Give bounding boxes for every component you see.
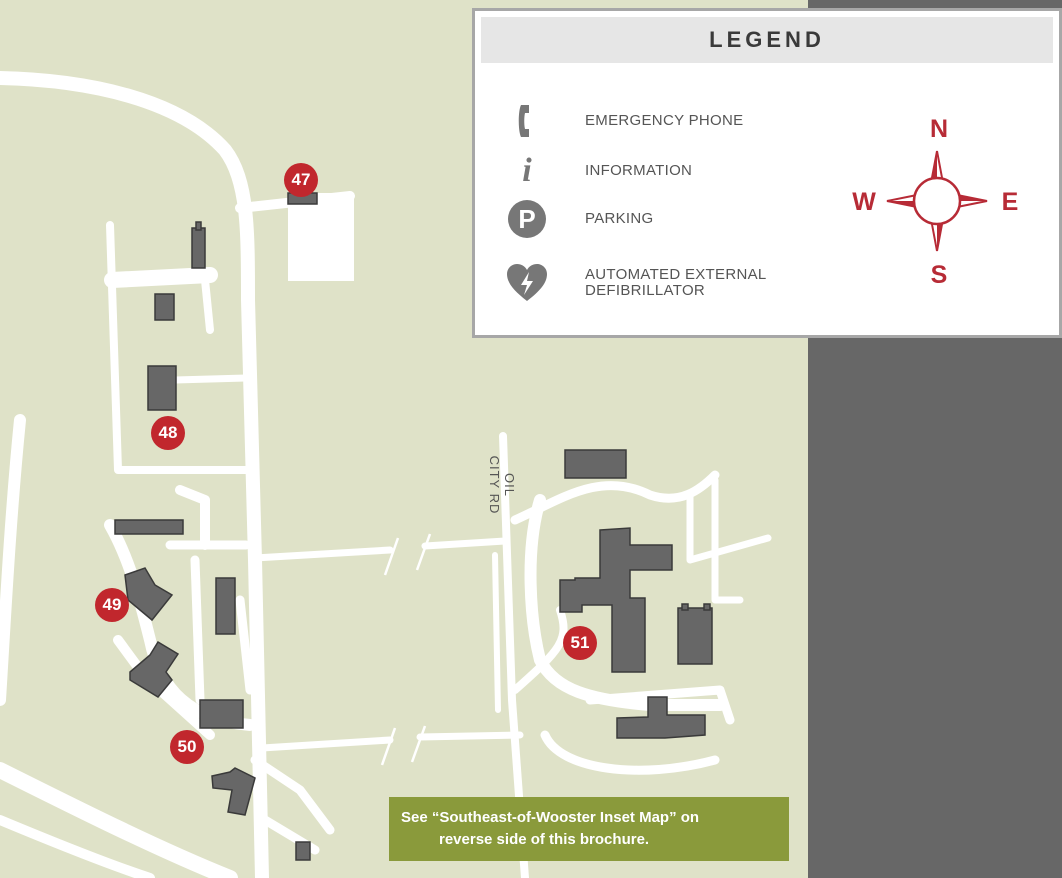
legend-item-emergency-phone: EMERGENCY PHONE bbox=[505, 99, 805, 143]
building-49 bbox=[124, 567, 174, 622]
compass-west: W bbox=[852, 188, 876, 216]
legend-item-parking: P PARKING bbox=[505, 197, 805, 241]
building-ne-top bbox=[564, 449, 627, 479]
legend-label: EMERGENCY PHONE bbox=[585, 112, 744, 129]
building-long bbox=[114, 519, 184, 535]
east-west-road-1-west bbox=[251, 546, 394, 562]
buildings bbox=[114, 192, 713, 861]
building-sw bbox=[129, 640, 180, 698]
west-spur-4 bbox=[175, 485, 210, 550]
marker-49[interactable]: 49 bbox=[95, 588, 129, 622]
building-51 bbox=[559, 527, 673, 673]
west-spur-3 bbox=[201, 276, 214, 334]
east-road-south bbox=[540, 685, 735, 775]
legend-label: INFORMATION bbox=[585, 162, 693, 179]
legend-item-information: i INFORMATION bbox=[505, 149, 805, 193]
east-road-inner bbox=[511, 606, 568, 694]
note-line-1: See “Southeast-of-Wooster Inset Map” on bbox=[401, 809, 700, 826]
compass-rose: N S W E bbox=[837, 111, 1037, 301]
east-road-north bbox=[510, 470, 720, 525]
compass-south: S bbox=[930, 261, 948, 289]
east-west-road-1-east bbox=[421, 537, 509, 550]
marker-47[interactable]: 47 bbox=[284, 163, 318, 197]
main-road bbox=[0, 71, 269, 878]
east-west-road-2-west bbox=[258, 736, 394, 752]
compass-icon bbox=[886, 150, 988, 252]
southwest-road-1 bbox=[0, 762, 238, 878]
east-west-road-2-east bbox=[416, 731, 524, 741]
parking-icon: P bbox=[505, 197, 549, 241]
west-spur-2 bbox=[171, 374, 250, 384]
building-east bbox=[677, 607, 713, 665]
east-road-ne bbox=[686, 476, 772, 604]
west-spur-1 bbox=[104, 267, 218, 288]
building-50 bbox=[199, 699, 244, 729]
building-north-2 bbox=[154, 293, 175, 321]
building-north-1 bbox=[191, 227, 206, 269]
compass-east: E bbox=[1001, 188, 1019, 216]
legend-title: LEGEND bbox=[481, 17, 1053, 63]
building-se bbox=[616, 696, 706, 739]
building-center bbox=[215, 577, 236, 635]
loop-connectors bbox=[165, 540, 255, 705]
legend-box: LEGEND EMERGENCY PHONE i INFORMATION P P… bbox=[472, 8, 1062, 338]
west-loop bbox=[106, 221, 250, 474]
aed-heart-icon bbox=[505, 261, 549, 305]
road-network bbox=[0, 71, 772, 878]
campus-map bbox=[0, 71, 772, 878]
inset-map-note: See “Southeast-of-Wooster Inset Map” on … bbox=[389, 797, 789, 861]
parking-lot-47 bbox=[288, 193, 354, 281]
information-icon: i bbox=[522, 152, 532, 189]
marker-50[interactable]: 50 bbox=[170, 730, 204, 764]
legend-item-aed: AUTOMATED EXTERNAL DEFIBRILLATOR bbox=[505, 261, 805, 305]
marker-51[interactable]: 51 bbox=[563, 626, 597, 660]
building-small-south bbox=[295, 841, 311, 861]
southwest-road-2 bbox=[0, 815, 155, 878]
building-48 bbox=[147, 365, 177, 411]
road-label-oil-city-rd: OIL CITY RD bbox=[487, 455, 517, 515]
legend-label: PARKING bbox=[585, 210, 654, 227]
building-south bbox=[211, 767, 256, 816]
legend-label: AUTOMATED EXTERNAL DEFIBRILLATOR bbox=[585, 266, 767, 299]
marker-48[interactable]: 48 bbox=[151, 416, 185, 450]
west-road bbox=[0, 414, 26, 706]
note-line-2: reverse side of this brochure. bbox=[439, 831, 650, 848]
emergency-phone-icon bbox=[505, 99, 549, 143]
compass-north: N bbox=[929, 115, 949, 143]
short-road bbox=[492, 552, 501, 713]
road-break-marks bbox=[380, 533, 432, 766]
